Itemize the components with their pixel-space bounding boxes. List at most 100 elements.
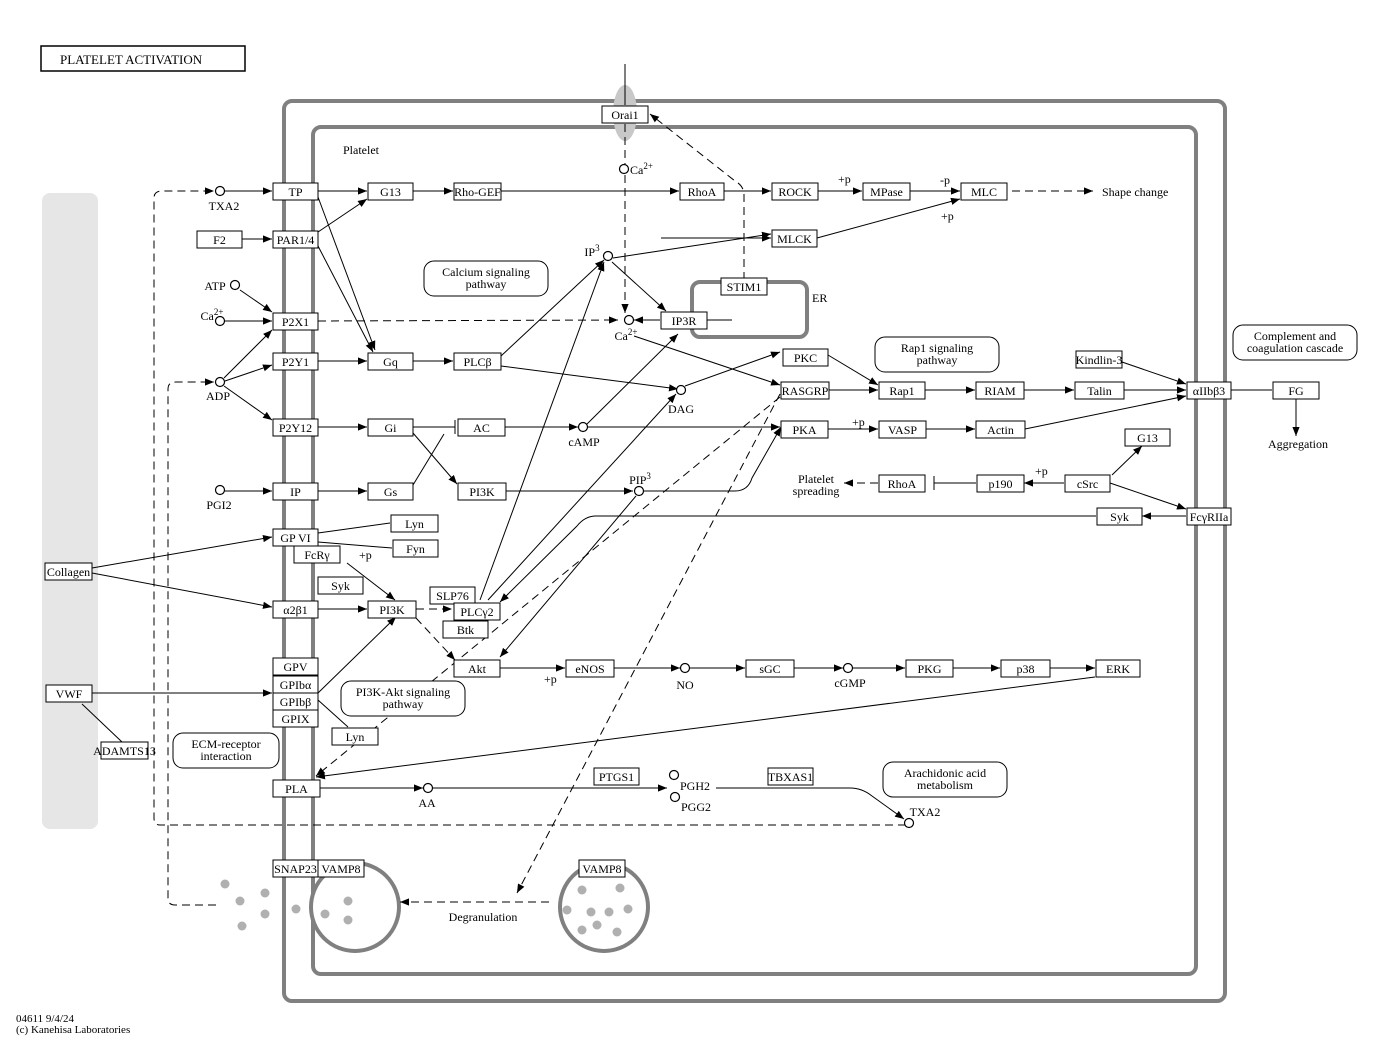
gene-p2x1[interactable]: P2X1 bbox=[272, 312, 319, 331]
gene-fcrg[interactable]: FcRγ bbox=[293, 545, 341, 564]
gene-lyn[interactable]: Lyn bbox=[390, 514, 439, 533]
gene-pka[interactable]: PKA bbox=[780, 420, 829, 439]
gene-rhogef[interactable]: Rho-GEF bbox=[453, 182, 502, 201]
gene-ptgs1[interactable]: PTGS1 bbox=[593, 767, 640, 786]
gene-g13[interactable]: G13 bbox=[367, 182, 414, 201]
gene-gp1bb[interactable]: GPIbβ bbox=[272, 692, 319, 711]
gene-p2y12[interactable]: P2Y12 bbox=[272, 418, 319, 437]
gene-vasp[interactable]: VASP bbox=[878, 420, 927, 439]
gene-gp9[interactable]: GPIX bbox=[272, 709, 319, 728]
compound-pgi2[interactable]: PGI2 bbox=[206, 484, 232, 513]
gene-vamp8b[interactable]: VAMP8 bbox=[578, 859, 626, 878]
gene-a2b1[interactable]: α2β1 bbox=[272, 600, 319, 619]
compound-ca_out[interactable]: Ca2+ bbox=[201, 307, 226, 327]
gene-gpv[interactable]: GPV bbox=[272, 657, 319, 676]
compound-pgh2[interactable]: PGH2 bbox=[668, 769, 711, 794]
gene-orai1[interactable]: Orai1 bbox=[601, 105, 649, 124]
compound-cgmp[interactable]: cGMP bbox=[834, 662, 866, 691]
gene-gq[interactable]: Gq bbox=[367, 352, 414, 371]
gene-lyn2[interactable]: Lyn bbox=[331, 727, 379, 746]
gene-rap1[interactable]: Rap1 bbox=[878, 381, 926, 400]
gene-ip[interactable]: IP bbox=[272, 482, 319, 501]
gene-adamts13[interactable]: ADAMTS13 bbox=[93, 741, 156, 760]
gene-akt[interactable]: Akt bbox=[453, 659, 501, 678]
gene-gs[interactable]: Gs bbox=[367, 482, 414, 501]
gene-label: αIIbβ3 bbox=[1193, 384, 1225, 398]
gene-label: PKC bbox=[794, 351, 817, 365]
gene-slp76[interactable]: SLP76 bbox=[429, 586, 476, 605]
compound-txa2[interactable]: TXA2 bbox=[209, 185, 240, 214]
gene-rasgrp[interactable]: RASGRP bbox=[780, 381, 830, 400]
gene-talin[interactable]: Talin bbox=[1074, 381, 1125, 400]
gene-fyn[interactable]: Fyn bbox=[392, 539, 439, 558]
gene-stim1[interactable]: STIM1 bbox=[720, 277, 768, 296]
gene-aiib3[interactable]: αIIbβ3 bbox=[1186, 381, 1232, 400]
gene-csrc[interactable]: cSrc bbox=[1064, 474, 1111, 493]
gene-vamp8[interactable]: VAMP8 bbox=[317, 859, 365, 878]
gene-collagen[interactable]: Collagen bbox=[44, 562, 93, 581]
gene-pkc[interactable]: PKC bbox=[782, 348, 829, 367]
gene-gp6[interactable]: GP VI bbox=[272, 528, 319, 547]
gene-rock[interactable]: ROCK bbox=[771, 182, 819, 201]
compound-no[interactable]: NO bbox=[676, 662, 694, 693]
gene-fg[interactable]: FG bbox=[1272, 381, 1320, 400]
gene-snap23[interactable]: SNAP23 bbox=[272, 859, 319, 878]
gene-mpase[interactable]: MPase bbox=[862, 182, 911, 201]
gene-actin[interactable]: Actin bbox=[975, 420, 1026, 439]
gene-plcg2[interactable]: PLCγ2 bbox=[453, 602, 501, 621]
gene-label: GP VI bbox=[280, 531, 310, 545]
gene-ac[interactable]: AC bbox=[457, 418, 506, 437]
gene-kindlin3[interactable]: Kindlin-3 bbox=[1075, 350, 1123, 369]
gene-pi3k[interactable]: PI3K bbox=[457, 482, 507, 501]
gene-gi[interactable]: Gi bbox=[367, 418, 414, 437]
gene-plcb[interactable]: PLCβ bbox=[453, 352, 502, 371]
gene-syk[interactable]: Syk bbox=[1096, 507, 1143, 526]
gene-rhoa[interactable]: RhoA bbox=[679, 182, 725, 201]
compound-dag[interactable]: DAG bbox=[668, 384, 694, 417]
compound-label: cAMP bbox=[568, 435, 600, 449]
gene-tp[interactable]: TP bbox=[272, 182, 319, 201]
gene-par14[interactable]: PAR1/4 bbox=[272, 230, 319, 249]
compound-ip3[interactable]: IP3 bbox=[584, 243, 614, 262]
gene-pi3k2[interactable]: PI3K bbox=[367, 600, 417, 619]
compound-label: ADP bbox=[206, 389, 230, 403]
gene-rhoa2[interactable]: RhoA bbox=[878, 474, 926, 493]
gene-fcgr2a[interactable]: FcγRIIa bbox=[1186, 507, 1232, 526]
compound-pgg2[interactable]: PGG2 bbox=[669, 791, 712, 815]
compound-adp[interactable]: ADP bbox=[206, 376, 230, 404]
footer: 04611 9/4/24 (c) Kanehisa Laboratories bbox=[16, 1014, 130, 1036]
gene-mlc[interactable]: MLC bbox=[960, 182, 1008, 201]
gene-sgc[interactable]: sGC bbox=[745, 659, 795, 678]
footer-id: 04611 9/4/24 bbox=[16, 1013, 74, 1025]
gene-gp1ba[interactable]: GPIbα bbox=[272, 675, 319, 694]
gene-pla[interactable]: PLA bbox=[272, 779, 321, 798]
gene-p2y1[interactable]: P2Y1 bbox=[272, 352, 319, 371]
gene-f2[interactable]: F2 bbox=[196, 230, 243, 249]
gene-label: P2X1 bbox=[282, 315, 309, 329]
gene-mlck[interactable]: MLCK bbox=[771, 229, 818, 248]
gene-syk2[interactable]: Syk bbox=[317, 576, 364, 595]
gene-p190[interactable]: p190 bbox=[976, 474, 1025, 493]
compound-atp[interactable]: ATP bbox=[204, 279, 241, 293]
compound-pip3[interactable]: PIP3 bbox=[629, 471, 651, 497]
gene-pkg[interactable]: PKG bbox=[905, 659, 954, 678]
gene-erk[interactable]: ERK bbox=[1095, 659, 1141, 678]
gene-enos[interactable]: eNOS bbox=[565, 659, 615, 678]
compound-camp[interactable]: cAMP bbox=[568, 421, 600, 450]
gene-vwf[interactable]: VWF bbox=[45, 684, 93, 703]
gene-tbxas1[interactable]: TBXAS1 bbox=[767, 767, 814, 786]
gene-label: PLCβ bbox=[463, 355, 491, 369]
gene-p38[interactable]: p38 bbox=[1000, 659, 1051, 678]
gene-g13b[interactable]: G13 bbox=[1124, 428, 1171, 447]
gene-ip3r[interactable]: IP3R bbox=[660, 311, 708, 330]
compound-txa2b[interactable]: TXA2 bbox=[903, 805, 941, 829]
gene-btk[interactable]: Btk bbox=[442, 620, 489, 639]
compound-aa[interactable]: AA bbox=[418, 782, 436, 811]
gene-riam[interactable]: RIAM bbox=[975, 381, 1025, 400]
